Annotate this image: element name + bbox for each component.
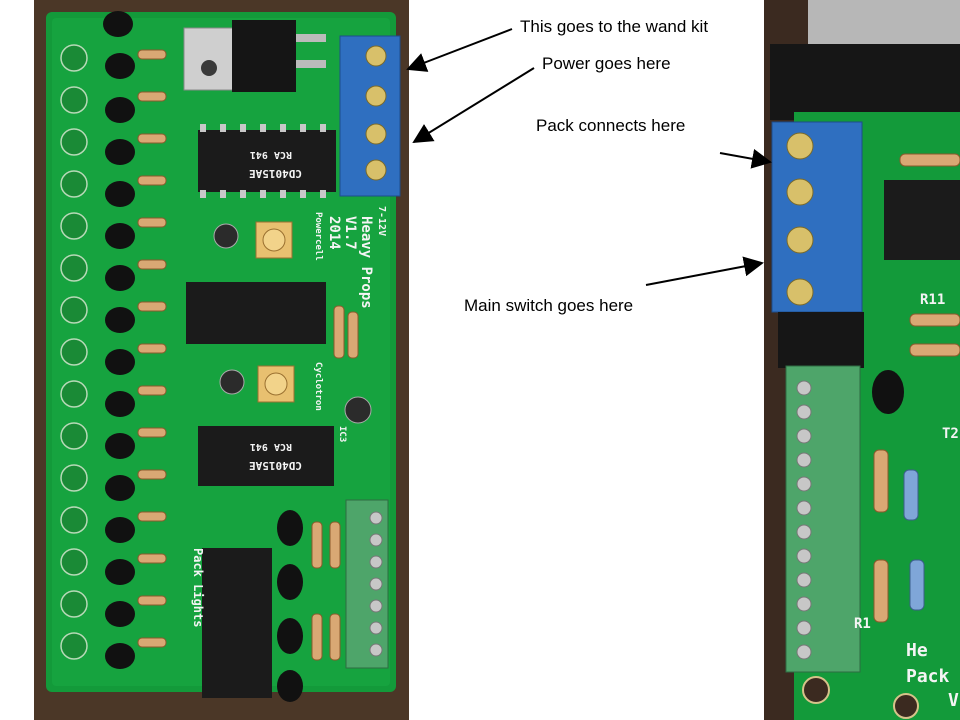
silk-year: 2014 (326, 216, 342, 250)
chip-brand-top: RCA 941 (250, 149, 292, 160)
silk-r1: R1 (854, 616, 871, 632)
silk-ic-label: IC3 (337, 426, 347, 442)
arrow-wand-kit (406, 28, 513, 72)
label-power: Power goes here (542, 54, 671, 73)
transistors (103, 11, 135, 669)
arrow-main-switch (645, 256, 764, 286)
header-connector (770, 44, 960, 120)
chip-top (198, 124, 336, 198)
green-terminal-block (345, 499, 389, 669)
capacitor-3 (344, 396, 372, 424)
chip-part-bottom: CD4015AE (249, 459, 302, 472)
silk-board-name: Pack Lights (191, 548, 205, 627)
silk-cyclotron: Cyclotron (313, 362, 323, 411)
silk-version: V1.7 (342, 216, 358, 250)
silk-powercell: Powercell (313, 212, 323, 261)
arrow-pack (719, 148, 772, 169)
right-board-drawing: R11 R1 T2 He Pack V (764, 0, 960, 720)
right-blue-terminal (771, 121, 863, 313)
label-pack: Pack connects here (536, 116, 686, 135)
silk-t2: T2 (942, 426, 959, 442)
silk-brand-fragment: He (906, 640, 928, 661)
chip-pack-lights (202, 548, 272, 698)
silk-board-fragment: Pack (906, 666, 950, 687)
chip-bottom (198, 426, 334, 486)
label-main-switch: Main switch goes here (464, 296, 634, 315)
capacitor-2 (219, 369, 245, 395)
label-wand-kit: This goes to the wand kit (520, 17, 709, 36)
capacitor-1 (213, 223, 239, 249)
arrow-power (412, 67, 535, 144)
ribbon-cable (808, 0, 960, 44)
right-green-terminal (785, 365, 861, 673)
resistors (137, 49, 167, 648)
chip-middle (186, 282, 326, 344)
chip-brand-bottom: RCA 941 (250, 441, 292, 452)
left-board-photo: Heavy Props V1.7 2014 7-12V Powercell Cy… (34, 0, 409, 720)
silk-brand: Heavy Props (358, 216, 374, 309)
silk-voltage: 7-12V (376, 206, 387, 236)
chip-part-top: CD4015AE (249, 167, 302, 180)
led-holes (60, 44, 88, 660)
blue-terminal-block (339, 35, 401, 197)
voltage-regulator (183, 20, 326, 92)
silk-version-fragment: V (948, 690, 959, 711)
silk-r11: R11 (920, 292, 945, 308)
left-board-drawing: Heavy Props V1.7 2014 7-12V Powercell Cy… (34, 0, 409, 720)
right-board-photo: R11 R1 T2 He Pack V (764, 0, 960, 720)
right-chip (884, 180, 960, 260)
